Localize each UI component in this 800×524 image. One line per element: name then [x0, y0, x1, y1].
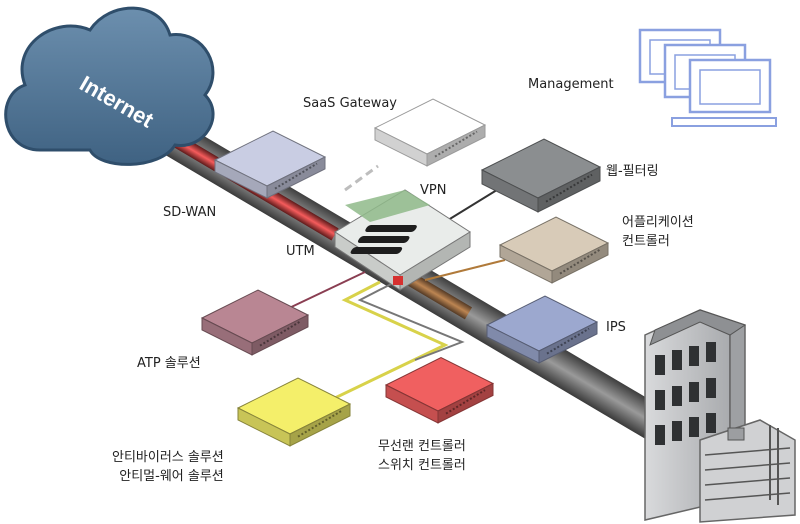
- label-web-filtering: 웹-필터링: [606, 164, 659, 179]
- sd-wan-device: [213, 130, 327, 199]
- link-antivirus: [309, 280, 449, 412]
- link-saas: [344, 164, 379, 192]
- label-saas-gateway: SaaS Gateway: [303, 96, 397, 111]
- label-antivirus-line2: 안티멀-웨어 솔루션: [119, 469, 224, 484]
- antivirus-device: [236, 377, 352, 447]
- app-control-device: [498, 216, 610, 284]
- web-filter-device: [480, 138, 602, 213]
- label-wireless-line2: 스위치 컨트롤러: [378, 458, 466, 473]
- saas-gateway-device: [373, 98, 487, 167]
- utm-device: [334, 189, 471, 291]
- connection-lines: [284, 164, 506, 412]
- office-building: [644, 309, 796, 523]
- ips-device: [485, 295, 599, 364]
- label-management: Management: [528, 77, 614, 92]
- label-sd-wan: SD-WAN: [163, 205, 217, 220]
- link-web: [439, 184, 506, 226]
- label-app-control-line2: 컨트롤러: [622, 234, 670, 249]
- utm-logo-icon: [393, 276, 403, 285]
- label-app-control: 어플리케이션 컨트롤러: [622, 213, 694, 251]
- label-wireless-line1: 무선랜 컨트롤러: [378, 439, 466, 454]
- link-wireless: [357, 281, 465, 361]
- label-wireless: 무선랜 컨트롤러 스위치 컨트롤러: [378, 437, 466, 475]
- label-app-control-line1: 어플리케이션: [622, 215, 694, 230]
- link-atp: [284, 271, 366, 311]
- label-utm: UTM: [286, 244, 315, 259]
- label-antivirus-line1: 안티바이러스 솔루션: [112, 450, 224, 465]
- atp-device: [200, 289, 310, 356]
- label-vpn: VPN: [420, 183, 447, 198]
- link-app: [424, 259, 506, 281]
- wireless-controller-device: [384, 356, 495, 424]
- label-ips: IPS: [606, 320, 626, 335]
- label-atp: ATP 솔루션: [137, 356, 201, 371]
- internet-cloud: Internet: [4, 6, 215, 166]
- label-antivirus: 안티바이러스 솔루션 안티멀-웨어 솔루션: [112, 448, 224, 486]
- management-monitors: [638, 28, 777, 127]
